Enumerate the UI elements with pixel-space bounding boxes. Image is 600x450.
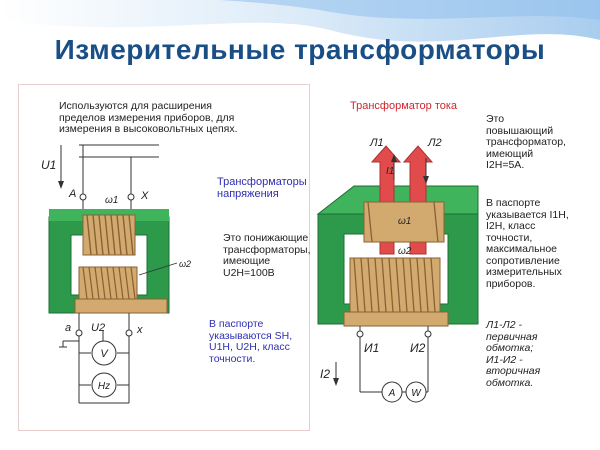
label-i-2: И2 <box>410 341 426 355</box>
label-w1: ω1 <box>398 216 411 227</box>
header-wave-decoration <box>0 0 600 42</box>
label-l1: Л1 <box>369 137 384 149</box>
wattmeter-label: W <box>411 388 422 399</box>
label-w2: ω2 <box>398 246 412 257</box>
voltage-transformer-passport: В паспорте указываются SH, U1H, U2H, кла… <box>209 318 293 365</box>
voltmeter-label: V <box>100 348 109 360</box>
intro-text: Используются для расширения пределов изм… <box>59 100 238 136</box>
intro-line: пределов измерения приборов, для <box>59 111 235 124</box>
label-u1: U1 <box>41 158 56 172</box>
label-w1: ω1 <box>105 195 118 206</box>
current-transformer-heading: Трансформатор тока <box>350 100 458 112</box>
label-a-upper: A <box>68 188 76 200</box>
windings-description: Л1-Л2 - первичная обмотка; И1-И2 - втори… <box>486 319 541 389</box>
label-a-lower: a <box>65 322 71 334</box>
voltage-transformer-heading: Трансформаторы напряжения <box>217 176 307 200</box>
voltage-transformer-diagram: U1 A X ω1 ω2 a x U2 V Hz <box>41 144 191 404</box>
page-title: Измерительные трансформаторы <box>54 34 546 65</box>
label-w2: ω2 <box>179 259 191 269</box>
current-transformer-diagram: Л1 Л2 I1 ω1 ω2 И1 И2 I2 A W <box>316 137 479 403</box>
label-x-lower: x <box>136 324 143 336</box>
label-l2: Л2 <box>427 137 442 149</box>
voltage-transformer-panel: Используются для расширения пределов изм… <box>18 84 311 431</box>
intro-line: Используются для расширения <box>59 100 212 112</box>
ammeter-label: A <box>388 388 396 399</box>
intro-line: измерения в высоковольтных цепях. <box>59 123 238 135</box>
voltage-transformer-description: Это понижающие трансформаторы, имеющие U… <box>223 232 311 279</box>
label-x-upper: X <box>140 190 149 202</box>
current-transformer-panel: Трансформатор тока Это повышающий трансф… <box>310 94 592 434</box>
label-i-1: И1 <box>364 341 379 355</box>
current-transformer-description: Это повышающий трансформатор, имеющий I2… <box>486 113 566 171</box>
current-transformer-passport: В паспорте указывается I1H, I2H, класс т… <box>486 197 569 290</box>
label-u2: U2 <box>91 322 105 334</box>
label-i1: I1 <box>386 166 394 177</box>
frequency-meter-label: Hz <box>98 381 110 392</box>
label-i2: I2 <box>320 367 330 381</box>
